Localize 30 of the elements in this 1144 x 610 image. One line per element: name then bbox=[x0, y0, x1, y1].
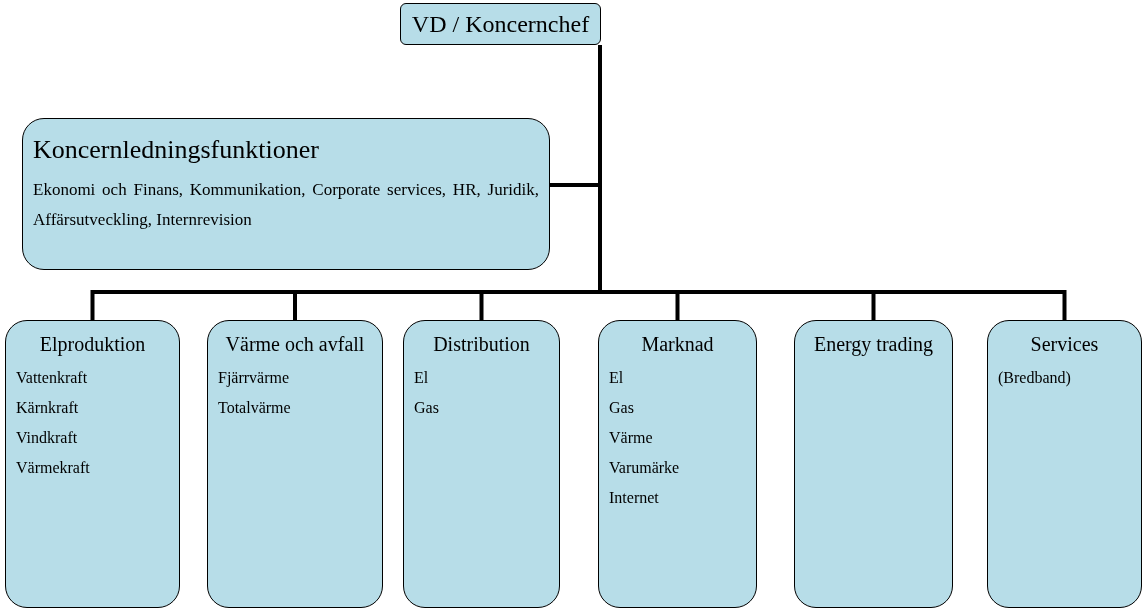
list-item: Gas bbox=[608, 398, 635, 418]
list-item: Internet bbox=[608, 488, 660, 508]
heading: Energy trading bbox=[812, 332, 934, 358]
list-item: Vindkraft bbox=[15, 428, 79, 448]
division-box bbox=[403, 320, 560, 608]
division-box bbox=[598, 320, 757, 608]
heading: Distribution bbox=[432, 332, 531, 357]
list-item: (Bredband) bbox=[997, 368, 1072, 389]
division-box bbox=[5, 320, 180, 608]
list-item: Totalvärme bbox=[217, 398, 292, 418]
heading: Koncernledningsfunktioner bbox=[33, 135, 320, 165]
list-item: Kärnkraft bbox=[15, 398, 80, 418]
heading: Marknad bbox=[640, 332, 715, 357]
heading: Services bbox=[1029, 332, 1100, 357]
division-box bbox=[207, 320, 383, 608]
heading: Elproduktion bbox=[38, 332, 147, 358]
list-item: El bbox=[413, 368, 430, 388]
list-item: Vattenkraft bbox=[15, 368, 89, 388]
description: Ekonomi och Finans, Kommunikation, Corporate services, HR, Juridik, Affärsutveckling, Internrevision bbox=[33, 179, 539, 231]
division-box bbox=[794, 320, 953, 608]
function-box bbox=[22, 118, 550, 270]
division-box bbox=[987, 320, 1142, 608]
list-item: El bbox=[608, 368, 625, 388]
list-item: Värme bbox=[608, 428, 654, 448]
list-item: Fjärrvärme bbox=[217, 368, 291, 389]
heading: Värme och avfall bbox=[224, 332, 366, 357]
list-item: Värmekraft bbox=[15, 458, 91, 478]
list-item: Gas bbox=[413, 398, 440, 418]
list-item: Varumärke bbox=[608, 458, 681, 478]
title-box: VD / Koncernchef bbox=[400, 3, 601, 45]
